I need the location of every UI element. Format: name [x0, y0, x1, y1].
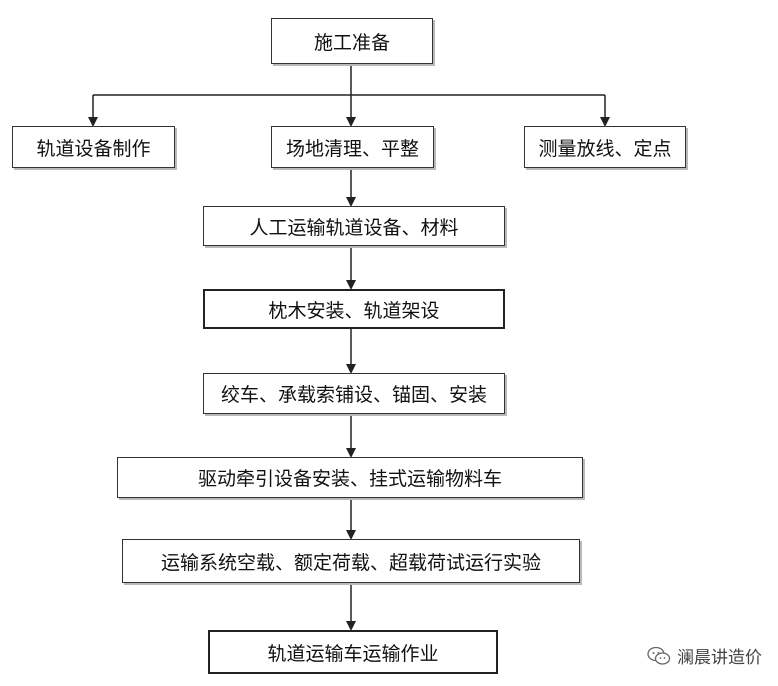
watermark-text: 澜晨讲造价	[677, 648, 762, 668]
node-label: 场地清理、平整	[285, 137, 419, 160]
node-label: 人工运输轨道设备、材料	[249, 216, 459, 239]
node-site-clearing: 场地清理、平整	[271, 126, 434, 168]
node-label: 轨道运输车运输作业	[267, 642, 439, 665]
watermark: 澜晨讲造价	[647, 643, 762, 668]
node-label: 绞车、承载索铺设、锚固、安装	[220, 384, 487, 406]
node-winch-install: 绞车、承载索铺设、锚固、安装	[203, 373, 505, 414]
wechat-icon	[647, 646, 671, 666]
node-drive-install: 驱动牵引设备安装、挂式运输物料车	[117, 457, 583, 498]
node-label: 施工准备	[313, 31, 390, 54]
node-test-run: 运输系统空载、额定荷载、超载荷试运行实验	[122, 539, 580, 583]
node-construction-prep: 施工准备	[271, 18, 433, 64]
node-manual-transport: 人工运输轨道设备、材料	[203, 206, 505, 246]
node-label: 枕木安装、轨道架设	[268, 299, 440, 322]
node-label: 轨道设备制作	[36, 137, 151, 160]
node-sleeper-install: 枕木安装、轨道架设	[203, 289, 505, 329]
node-label: 测量放线、定点	[538, 137, 672, 160]
node-survey: 测量放线、定点	[524, 126, 686, 168]
node-label: 运输系统空载、额定荷载、超载荷试运行实验	[160, 551, 541, 574]
node-track-equipment: 轨道设备制作	[12, 126, 175, 168]
node-label: 驱动牵引设备安装、挂式运输物料车	[197, 468, 502, 490]
node-operation: 轨道运输车运输作业	[208, 630, 498, 674]
